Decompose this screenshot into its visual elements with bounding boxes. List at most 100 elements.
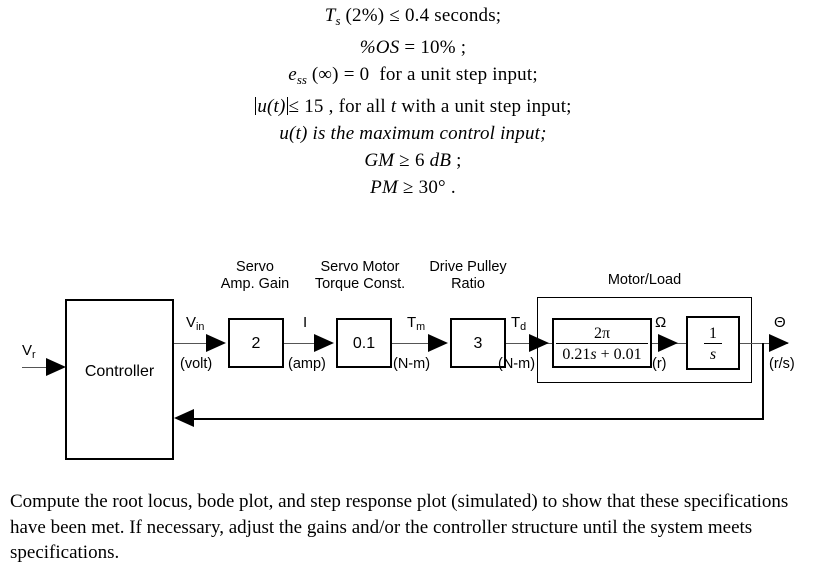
equals-symbol: = bbox=[404, 37, 416, 59]
motor-load-group-outline bbox=[537, 297, 752, 383]
motor-torque-symbol: T bbox=[407, 314, 417, 331]
unit-label-angular-velocity: (r) bbox=[652, 356, 667, 372]
unit-label-current: (amp) bbox=[288, 356, 326, 372]
control-less-equal: ≤ bbox=[288, 96, 300, 118]
settling-time-tolerance: (2%) bbox=[345, 5, 385, 26]
servo-motor-line1: Servo Motor bbox=[320, 259, 400, 275]
signal-label-motor-torque: Tm bbox=[407, 314, 425, 333]
group-label-motor-load: Motor/Load bbox=[537, 272, 752, 289]
pm-greater-equal: ≥ bbox=[403, 177, 414, 199]
pulley-ratio-value: 3 bbox=[473, 335, 483, 352]
unit-label-theta: (r/s) bbox=[769, 356, 795, 372]
controller-block[interactable]: Controller bbox=[65, 299, 174, 460]
group-label-servo-motor: Servo Motor Torque Const. bbox=[305, 259, 415, 293]
servo-amp-line2: Amp. Gain bbox=[220, 276, 290, 292]
ess-value: 0 bbox=[359, 64, 370, 86]
vin-subscript: in bbox=[196, 321, 205, 334]
ess-equals: = bbox=[343, 64, 355, 86]
integrator-denominator: s bbox=[703, 343, 723, 364]
gain-margin-unit: dB bbox=[429, 150, 452, 172]
unit-label-vin: (volt) bbox=[180, 356, 213, 372]
servo-amp-gain-block[interactable]: 2 bbox=[228, 318, 284, 368]
drive-torque-symbol: T bbox=[511, 314, 521, 331]
torque-constant-value: 0.1 bbox=[352, 335, 376, 352]
drive-pulley-line2: Ratio bbox=[451, 276, 485, 292]
reference-subscript: r bbox=[32, 349, 36, 362]
control-limit-value: 15 bbox=[304, 96, 324, 118]
control-input-symbol: u(t) bbox=[257, 96, 286, 118]
drive-torque-subscript: d bbox=[520, 321, 527, 334]
phase-margin-symbol: PM bbox=[370, 177, 399, 199]
torque-constant-block[interactable]: 0.1 bbox=[336, 318, 392, 368]
gain-margin-value: 6 bbox=[414, 150, 425, 172]
vin-wire bbox=[174, 343, 216, 344]
feedback-arrow-icon bbox=[174, 409, 194, 427]
signal-label-angular-velocity: Ω bbox=[655, 314, 666, 331]
time-variable: t bbox=[390, 96, 397, 118]
spec-control-input-note: u(t) is the maximum control input; bbox=[279, 123, 547, 145]
current-wire bbox=[284, 343, 324, 344]
signal-label-vin: Vin bbox=[186, 314, 204, 333]
control-condition: with a unit step input; bbox=[401, 96, 572, 118]
greater-equal-symbol: ≥ bbox=[399, 150, 410, 172]
ess-symbol: e bbox=[288, 64, 297, 86]
overshoot-symbol: %OS bbox=[359, 37, 400, 59]
phase-margin-value: 30° bbox=[418, 177, 446, 199]
drive-torque-arrow-icon bbox=[529, 334, 549, 352]
phase-margin-period: . bbox=[450, 177, 456, 199]
signal-label-reference: Vr bbox=[22, 342, 36, 361]
motor-load-line1: Motor/Load bbox=[607, 272, 682, 288]
gain-margin-symbol: GM bbox=[364, 150, 395, 172]
servo-amp-line1: Servo bbox=[236, 259, 274, 275]
theta-output-wire bbox=[740, 343, 788, 344]
current-symbol: I bbox=[303, 314, 308, 331]
motor-tf-den-variable: s bbox=[590, 346, 597, 363]
spec-settling-time: Ts(2%)≤0.4 seconds; bbox=[0, 2, 826, 34]
overshoot-semicolon: ; bbox=[460, 37, 467, 59]
angular-velocity-arrow-icon bbox=[658, 334, 678, 352]
control-forall: for all bbox=[338, 96, 386, 118]
motor-transfer-function: 2π 0.21s + 0.01 bbox=[554, 324, 650, 364]
theta-output-arrow-icon bbox=[769, 334, 789, 352]
vin-arrow-icon bbox=[206, 334, 226, 352]
abs-bar-left bbox=[255, 97, 257, 116]
instructions-paragraph: Compute the root locus, bode plot, and s… bbox=[10, 491, 789, 563]
settling-time-value: 0.4 seconds; bbox=[404, 5, 502, 26]
motor-transfer-function-block[interactable]: 2π 0.21s + 0.01 bbox=[552, 318, 652, 368]
spec-phase-margin: PM≥30°. bbox=[0, 174, 826, 201]
ess-subscript: ss bbox=[296, 72, 307, 88]
reference-wire bbox=[22, 367, 62, 368]
motor-torque-arrow-icon bbox=[428, 334, 448, 352]
angular-velocity-symbol: Ω bbox=[655, 314, 667, 331]
signal-label-current: I bbox=[303, 314, 307, 333]
reference-symbol: V bbox=[22, 342, 33, 359]
motor-torque-subscript: m bbox=[416, 321, 426, 334]
current-arrow-icon bbox=[314, 334, 334, 352]
signal-label-theta: Θ bbox=[774, 314, 786, 331]
feedback-horizontal-wire bbox=[194, 418, 764, 420]
group-label-drive-pulley: Drive Pulley Ratio bbox=[414, 259, 522, 293]
drive-pulley-line1: Drive Pulley bbox=[429, 259, 507, 275]
motor-tf-den-tail: + 0.01 bbox=[600, 346, 642, 363]
pulley-ratio-block[interactable]: 3 bbox=[450, 318, 506, 368]
reference-arrow-icon bbox=[46, 358, 66, 376]
integrator-block[interactable]: 1 s bbox=[686, 316, 740, 370]
unit-label-drive-torque: (N-m) bbox=[498, 356, 536, 372]
gain-margin-semicolon: ; bbox=[456, 150, 462, 172]
motor-tf-denominator: 0.21s + 0.01 bbox=[556, 343, 648, 364]
ess-condition: for a unit step input; bbox=[379, 64, 538, 86]
less-equal-symbol: ≤ bbox=[389, 5, 400, 26]
integrator-numerator: 1 bbox=[709, 325, 717, 342]
servo-motor-line2: Torque Const. bbox=[314, 276, 406, 292]
settling-time-symbol: T bbox=[324, 5, 336, 26]
integrator-transfer-function: 1 s bbox=[688, 324, 738, 364]
abs-bar-right bbox=[286, 97, 288, 116]
unit-label-motor-torque: (N-m) bbox=[393, 356, 431, 372]
overshoot-value: 10% bbox=[420, 37, 456, 59]
